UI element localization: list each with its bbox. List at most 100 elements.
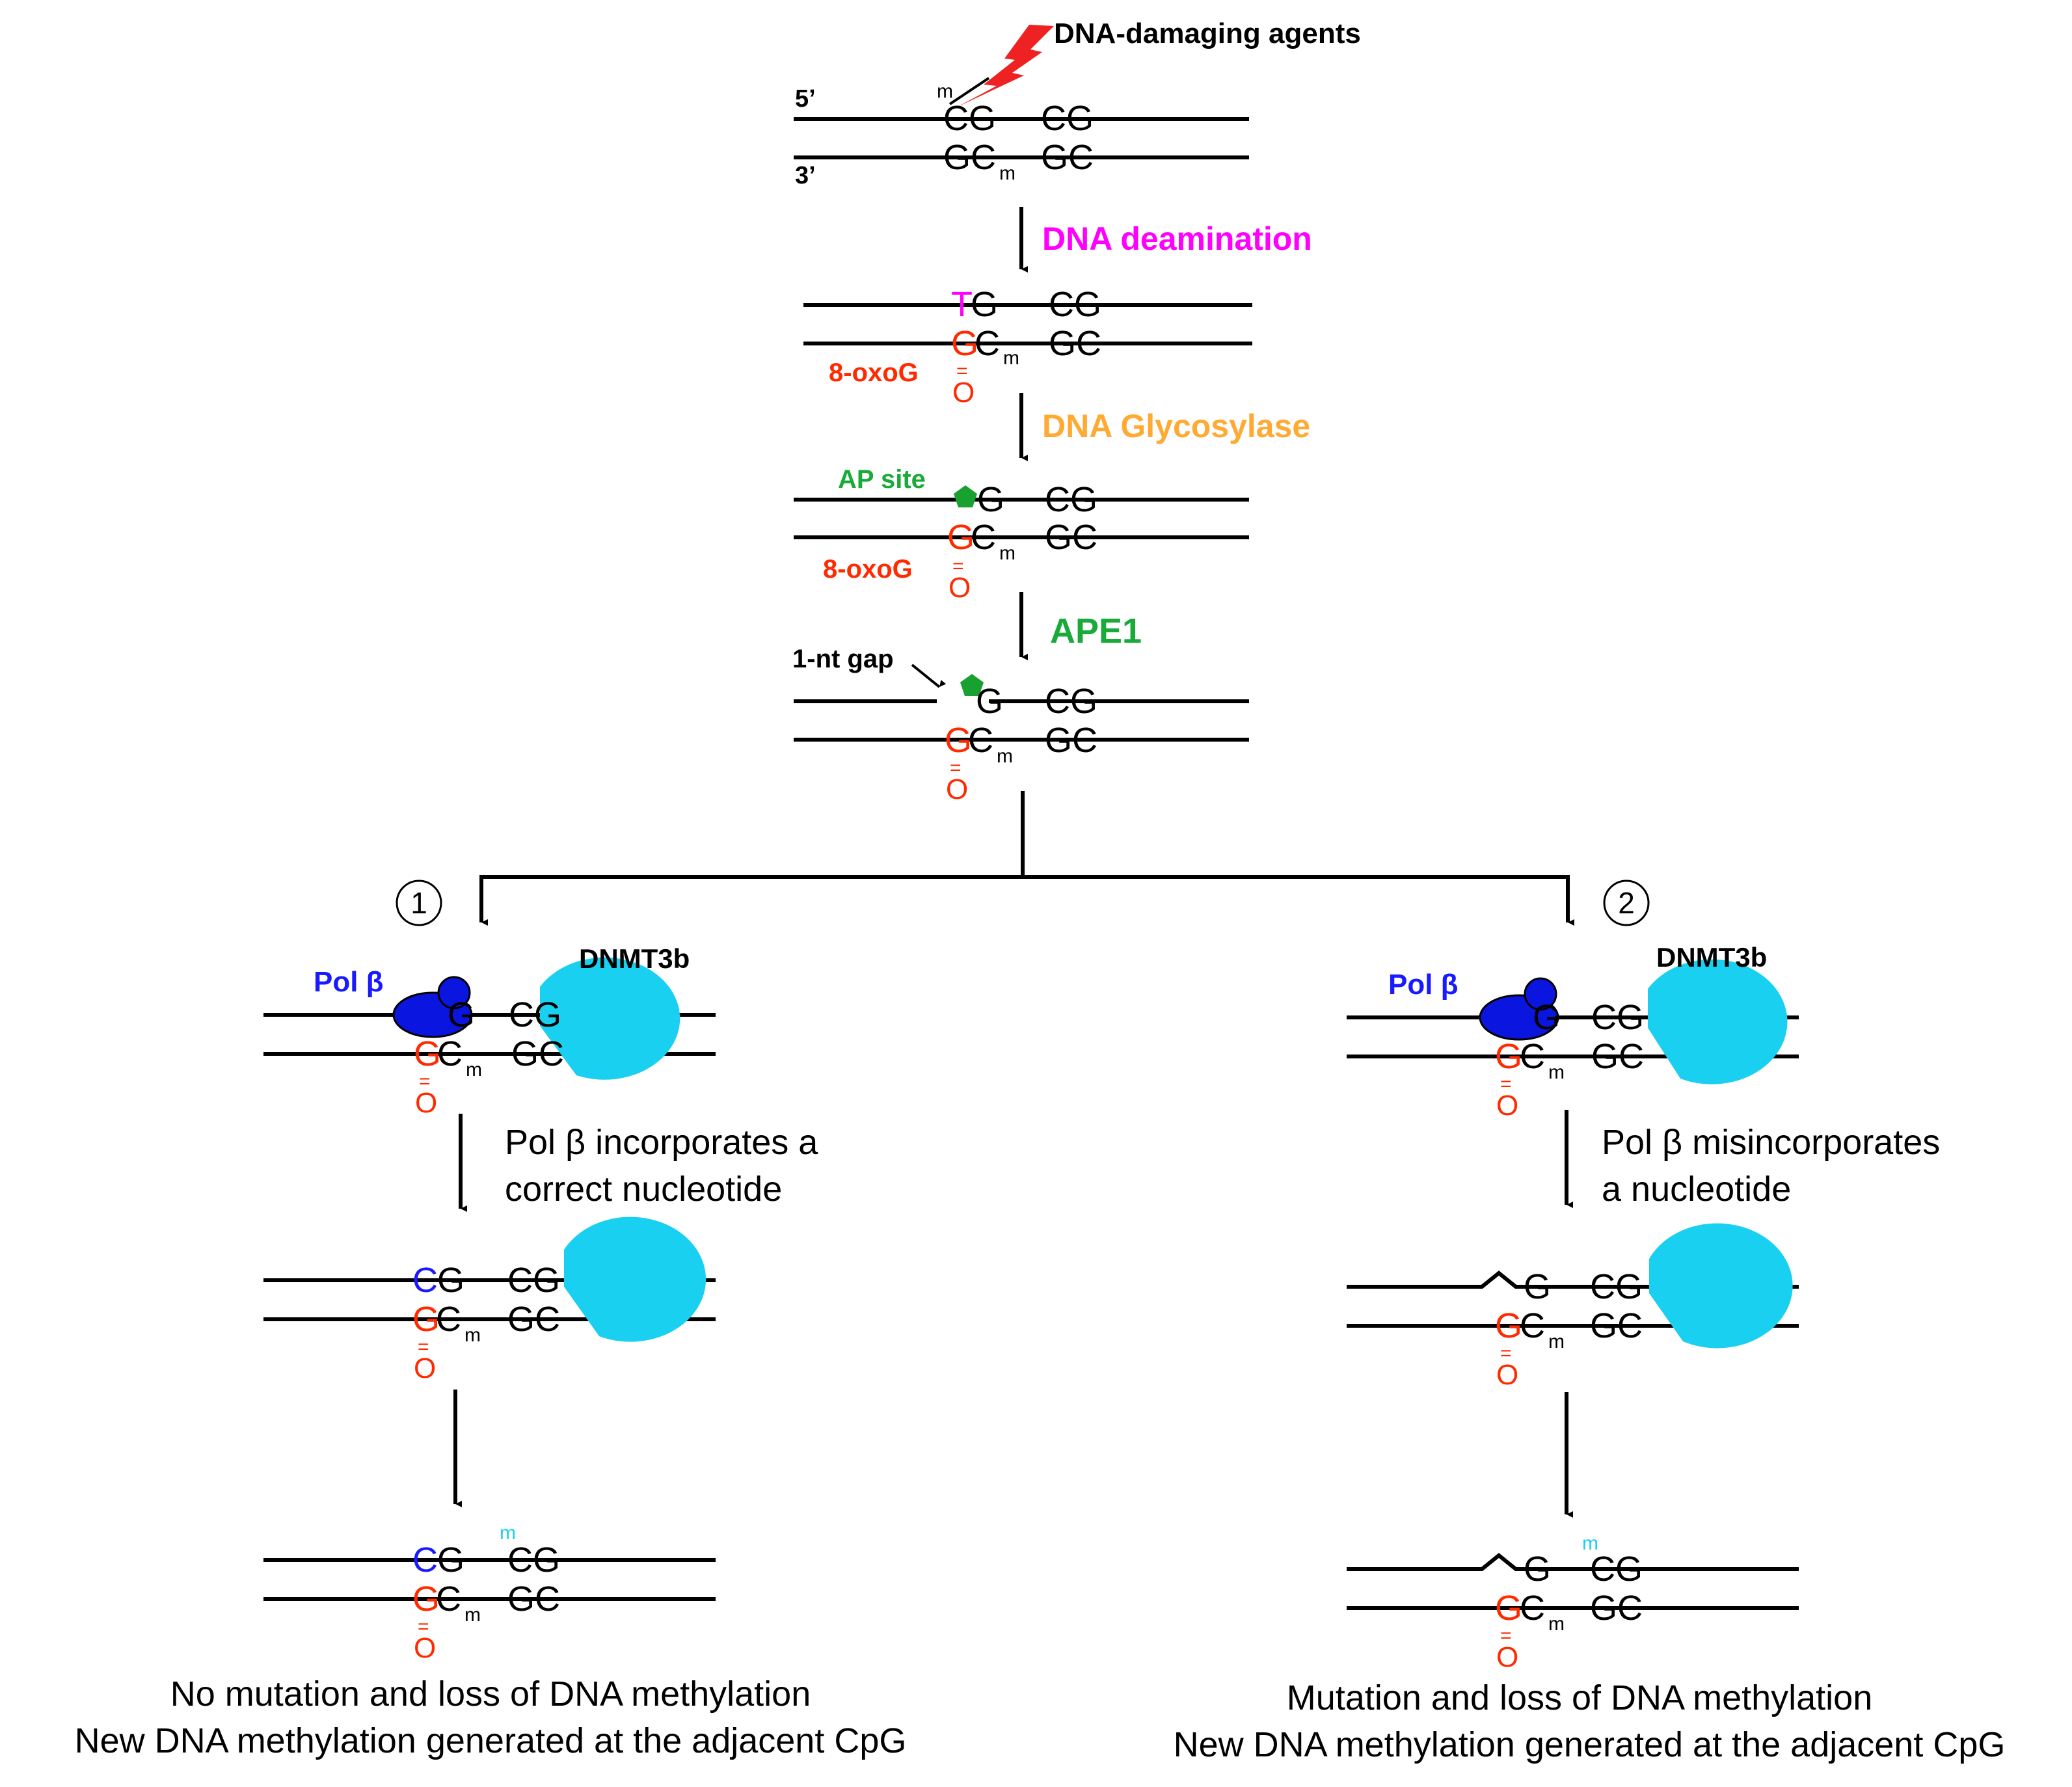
right-a-oxog-g: G [1495,1037,1522,1076]
stage1-m-bottom: m [999,163,1016,184]
left-c-oxog-g: G [412,1579,440,1619]
result1-line2: New DNA methylation generated at the adj… [75,1721,907,1760]
stage1-m-top: m [937,81,953,102]
left-a-bottom-gc: GC [511,1034,564,1073]
left-b-bottom-gc: GC [507,1300,560,1339]
right-a-bottom-gc: GC [1591,1037,1644,1076]
left-a-oxog-g: G [414,1034,441,1073]
five-prime-label: 5’ [795,85,816,113]
stage3-m: m [999,543,1016,564]
stage4-dbl: = [950,757,962,779]
gap-arrow [911,664,947,688]
stage4-bottom-c: C [968,721,993,760]
dnmt3b-shape-left-2 [564,1216,706,1342]
left-a-bottom-c: C [437,1034,463,1073]
stage2-bottom-gc: GC [1049,324,1101,363]
right-c-dbl: = [1500,1625,1512,1646]
left-c-o: O [414,1632,436,1664]
dnmt3b-shape-right-1 [1648,959,1788,1084]
dnmt3b-label-left: DNMT3b [579,943,690,974]
branch-number-circle-2 [1603,880,1650,926]
right-b-bottom-c: C [1520,1306,1545,1345]
pol-beta-shape-left [392,976,473,1038]
left-c-m-cyan: m [500,1522,516,1544]
left-a-g-base: G [448,995,475,1034]
stage2-top-cg: CG [1049,285,1101,324]
glycosylase-label: DNA Glycosylase [1042,408,1310,444]
left-c-c-base: C [412,1540,438,1579]
right-c-top-cg: CG [1590,1550,1643,1589]
left-c-bottom-gc: GC [507,1579,560,1619]
stage4-top-cg: CG [1045,682,1097,721]
damage-label: DNA-damaging agents [1054,18,1361,49]
step-arrows [453,207,1574,1518]
gap-pentagon-icon [960,674,984,696]
step2-text-line1: Pol β misincorporates [1602,1123,1940,1162]
right-b-o: O [1496,1359,1518,1391]
left-b-dbl: = [418,1336,429,1358]
right-c-bottom-c: C [1520,1589,1545,1628]
right-a-top-cg: CG [1591,998,1644,1037]
stage2-t-base: T [951,285,973,324]
pol-beta-label-left: Pol β [314,966,384,998]
left-c-g-base: G [437,1540,464,1579]
deamination-label: DNA deamination [1042,221,1312,257]
stage2-o: O [952,377,975,409]
dnmt3b-shape-right-2 [1649,1223,1793,1349]
right-c-oxog-g: G [1495,1589,1522,1628]
stage3-oxog-g: G [947,518,975,557]
right-b-bottom-gc: GC [1590,1306,1643,1345]
stage3-dbl: = [952,556,964,577]
damage-arrow [949,77,990,105]
stage2-oxog-g: G [951,324,978,363]
left-a-dbl: = [419,1071,431,1092]
left-b-oxog-g: G [412,1300,440,1339]
stage3-o: O [949,572,971,604]
oxog-label-2: 8-oxoG [823,555,913,584]
stage4-g-base: G [976,682,1003,721]
left-c-dbl: = [418,1616,429,1637]
left-c-bottom-c: C [436,1579,461,1619]
right-c-m-cyan: m [1582,1533,1598,1554]
stage1-bottom-gc2: GC [1041,138,1094,177]
stage4-o: O [946,773,968,805]
stage3-g-base: G [977,480,1004,519]
right-a-bottom-c: C [1520,1037,1545,1076]
ape1-label: APE1 [1050,611,1142,651]
stage4-m: m [997,746,1013,767]
left-b-o: O [414,1352,436,1384]
left-b-c-base: C [412,1261,438,1300]
result2-line2: New DNA methylation generated at the adj… [1174,1725,2006,1764]
pol-beta-label-right: Pol β [1388,969,1459,1001]
stage1-top-cg: CG [943,99,996,138]
ap-site-pentagon-icon [954,485,977,507]
stage1-bottom-gc: GC [943,138,996,177]
result2-line1: Mutation and loss of DNA methylation [1287,1678,1872,1717]
right-b-dbl: = [1500,1343,1512,1364]
dnmt3b-label-right: DNMT3b [1656,942,1767,973]
stage4-bottom-gc: GC [1045,721,1097,760]
right-c-m: m [1548,1613,1565,1635]
right-b-m: m [1548,1331,1565,1352]
right-b-top-cg: CG [1590,1267,1643,1306]
left-b-bottom-c: C [436,1300,461,1339]
right-a-m: m [1548,1062,1565,1083]
stage3-top-cg: CG [1045,480,1097,519]
right-a-o: O [1496,1090,1518,1122]
right-c-o: O [1496,1641,1518,1673]
right-b-g-base: G [1524,1267,1551,1306]
stage2-dbl: = [956,360,968,382]
branch-number-circle-1 [396,880,442,926]
ap-site-label: AP site [838,465,926,494]
oxog-label-1: 8-oxoG [829,358,919,387]
stage3-bottom-gc: GC [1045,518,1097,557]
branch-number-2: 2 [1618,886,1635,920]
gap-label: 1-nt gap [792,645,894,673]
right-b-oxog-g: G [1495,1306,1522,1345]
stage2-g-base: G [971,285,998,324]
right-c-g-base: G [1524,1550,1551,1589]
lightning-bolt-icon [956,25,1054,107]
result1-line1: No mutation and loss of DNA methylation [170,1674,811,1713]
three-prime-label: 3’ [795,162,816,189]
